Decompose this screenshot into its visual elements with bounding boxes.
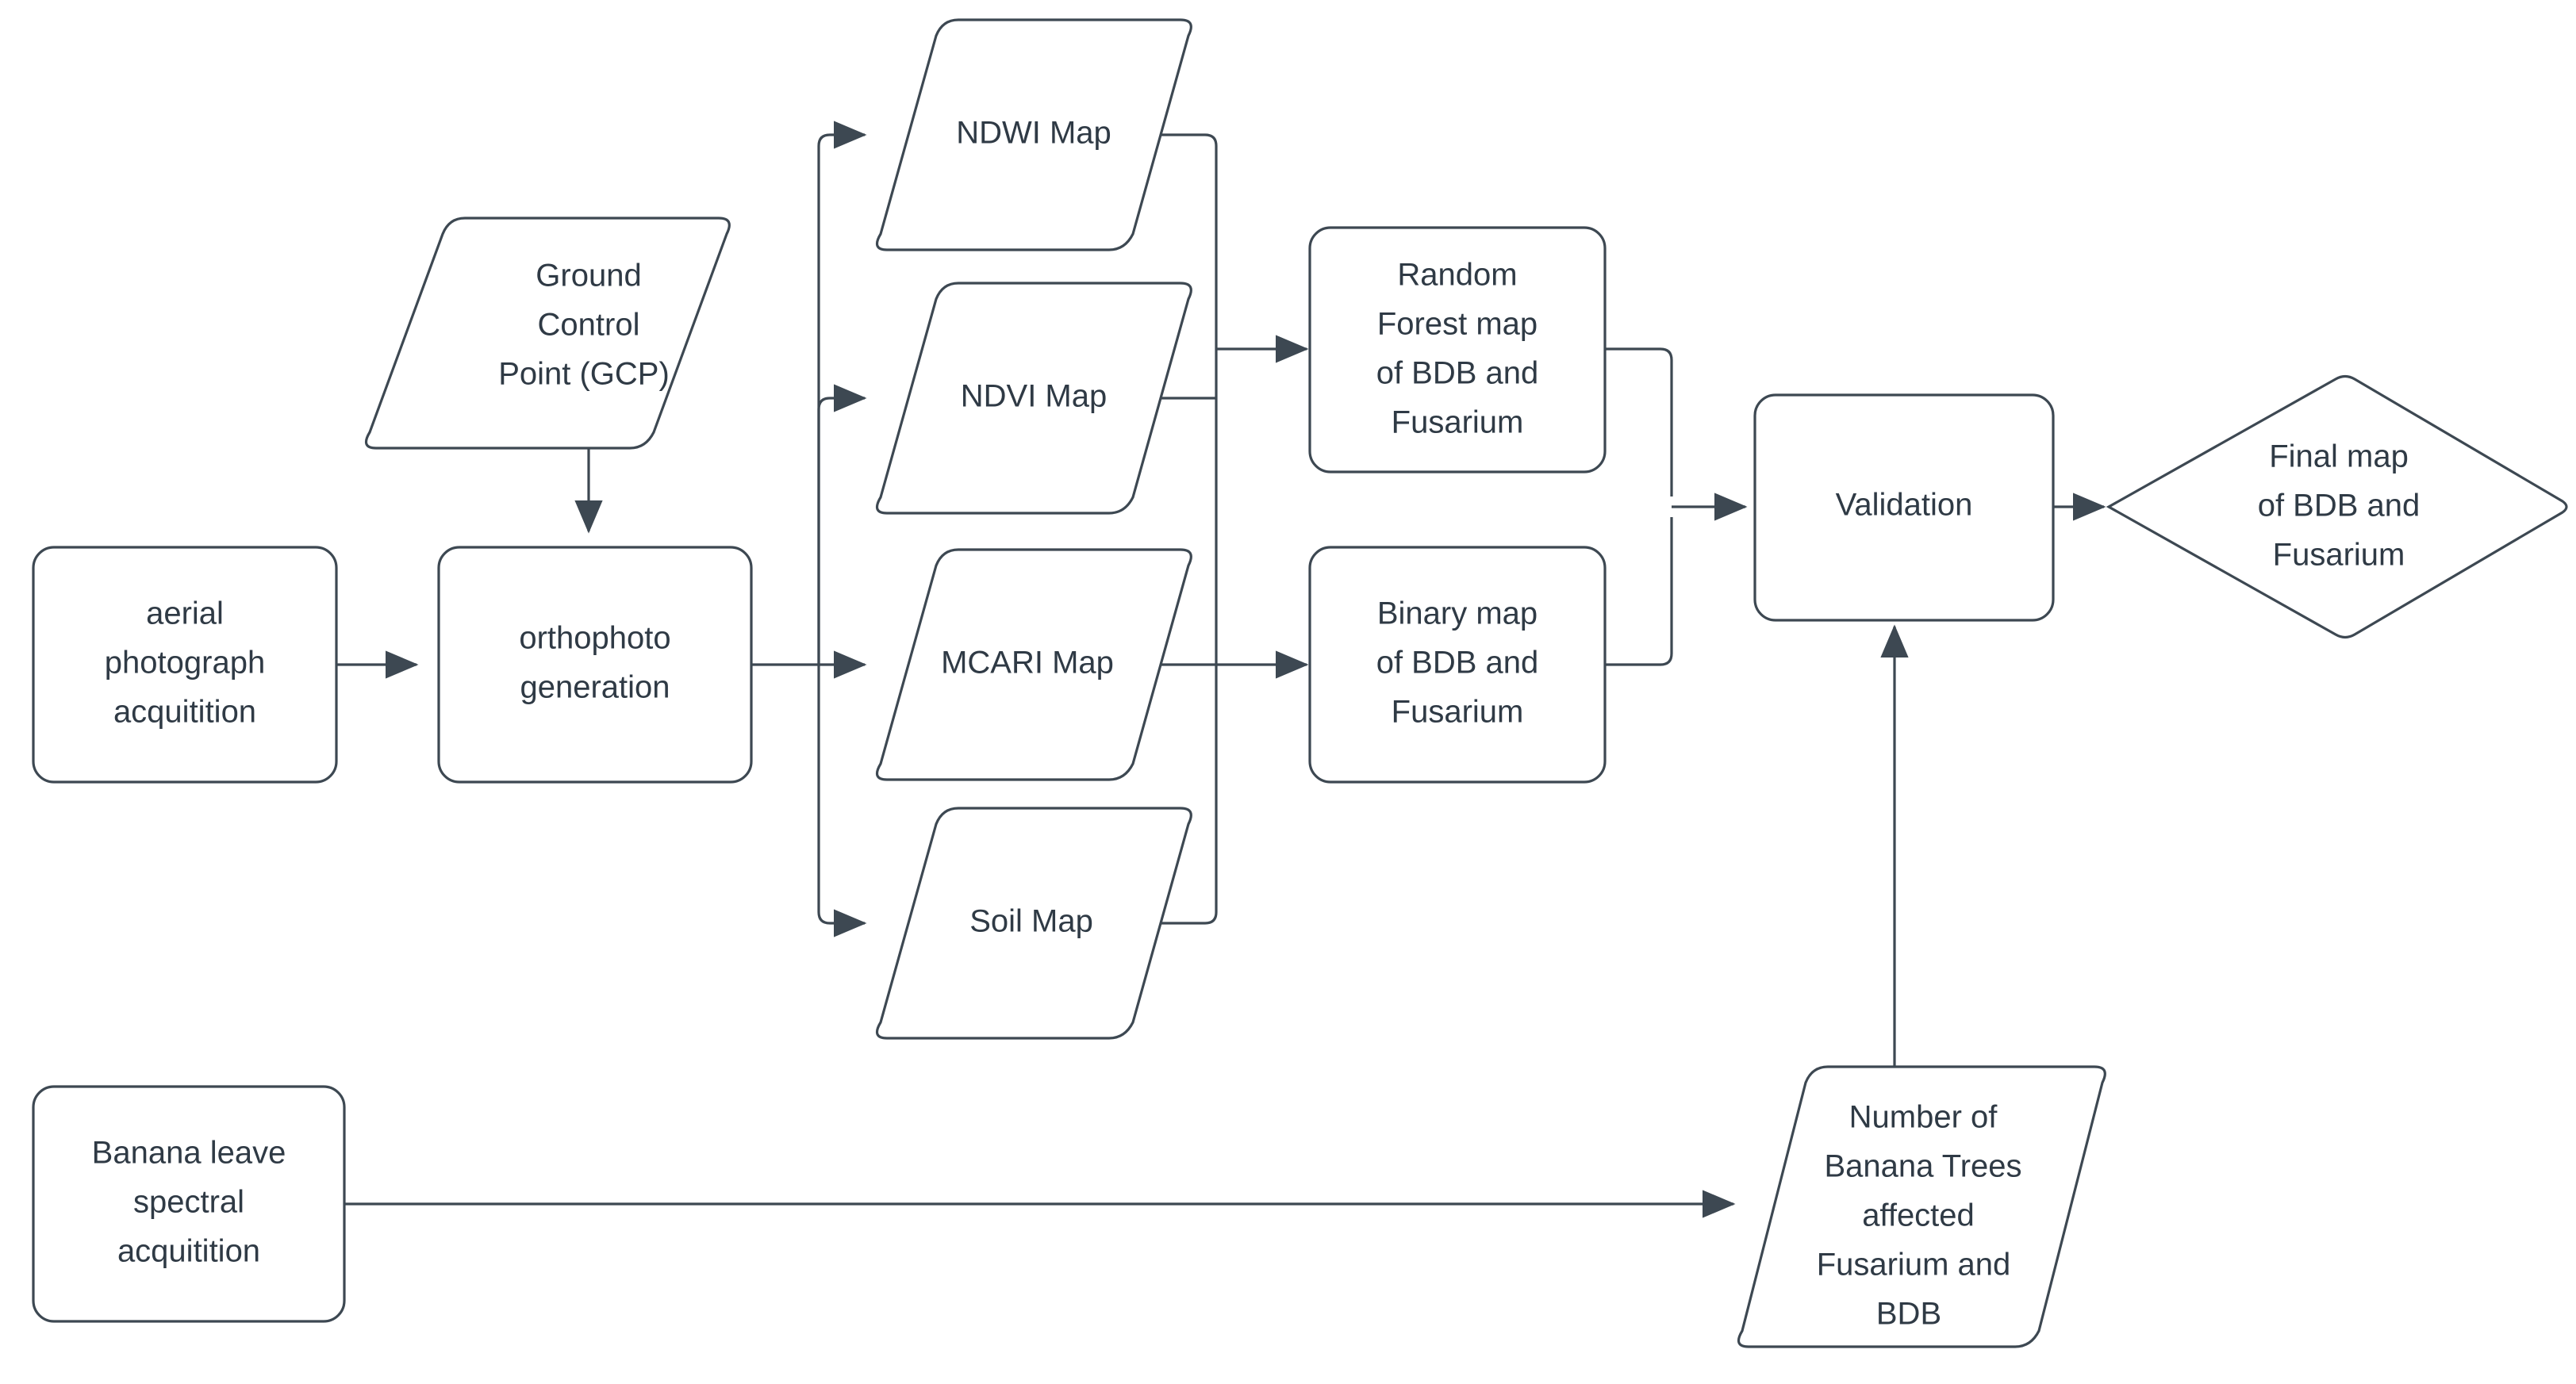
finalmap-label-line-1: Final map bbox=[2269, 439, 2409, 474]
node-soil-map[interactable]: Soil Map bbox=[875, 807, 1192, 1040]
node-mcari-map[interactable]: MCARI Map bbox=[875, 548, 1192, 781]
aerial-node-shape bbox=[32, 546, 338, 784]
validation-label: Validation bbox=[1836, 488, 1973, 523]
binary-label-line-2: of BDB and bbox=[1376, 646, 1539, 680]
treecount-label-line-5: BDB bbox=[1876, 1297, 1941, 1332]
bananaleave-label-line-3: acquitition bbox=[117, 1234, 260, 1269]
finalmap-node-shape bbox=[2106, 374, 2568, 639]
aerial-label-line-1: aerial bbox=[146, 596, 224, 631]
treecount-node-shape bbox=[1737, 1065, 2106, 1348]
randomforest-label-line-2: Forest map bbox=[1377, 307, 1538, 342]
gcp-label-line-2: Control bbox=[538, 308, 640, 343]
treecount-label-line-1: Number of bbox=[1849, 1100, 1998, 1135]
validation-node-shape bbox=[1753, 393, 2055, 622]
orthophoto-label-line-2: generation bbox=[520, 670, 670, 705]
mcari-label: MCARI Map bbox=[941, 646, 1114, 680]
treecount-label-line-3: affected bbox=[1862, 1198, 1975, 1233]
gcp-label-line-3: Point (GCP) bbox=[498, 357, 670, 392]
bananaleave-label-line-1: Banana leave bbox=[92, 1136, 286, 1171]
treecount-label-line-4: Fusarium and bbox=[1817, 1248, 2011, 1282]
bananaleave-node-shape bbox=[32, 1085, 346, 1323]
binary-label-line-3: Fusarium bbox=[1392, 695, 1524, 730]
randomforest-node-shape bbox=[1308, 226, 1607, 473]
aerial-label-line-2: photograph bbox=[105, 646, 265, 680]
ndwi-label: NDWI Map bbox=[956, 116, 1111, 151]
aerial-label-line-3: acquitition bbox=[113, 695, 256, 730]
ndvi-node-shape bbox=[875, 282, 1192, 515]
randomforest-label-line-1: Random bbox=[1397, 258, 1517, 293]
node-random-forest-map[interactable]: Random Forest map of BDB and Fusarium bbox=[1308, 226, 1607, 473]
ndwi-node-shape bbox=[875, 18, 1192, 251]
randomforest-label-line-3: of BDB and bbox=[1376, 356, 1539, 391]
node-aerial-photograph-acquitition[interactable]: aerial photograph acquitition bbox=[32, 546, 338, 784]
node-binary-map[interactable]: Binary map of BDB and Fusarium bbox=[1308, 546, 1607, 784]
randomforest-label-line-4: Fusarium bbox=[1392, 405, 1524, 440]
edge-orthophoto-to-ndvi bbox=[817, 384, 867, 665]
binary-node-shape bbox=[1308, 546, 1607, 784]
edge-orthophoto-to-ndwi bbox=[817, 121, 867, 665]
orthophoto-label-line-1: orthophoto bbox=[519, 621, 670, 656]
node-ground-control-point[interactable]: Ground Control Point (GCP) bbox=[364, 217, 731, 450]
node-banana-leave-spectral-acquitition[interactable]: Banana leave spectral acquitition bbox=[32, 1085, 346, 1323]
edge-map-collector-bus bbox=[1155, 133, 1218, 925]
node-ndwi-map[interactable]: NDWI Map bbox=[875, 18, 1192, 251]
ndvi-label: NDVI Map bbox=[961, 379, 1108, 414]
binary-label-line-1: Binary map bbox=[1377, 596, 1538, 631]
node-final-map[interactable]: Final map of BDB and Fusarium bbox=[2106, 374, 2568, 639]
bananaleave-label-line-2: spectral bbox=[133, 1185, 244, 1220]
finalmap-label-line-2: of BDB and bbox=[2258, 489, 2421, 523]
edge-binary-to-merge bbox=[1605, 517, 1673, 666]
edge-randomforest-to-merge bbox=[1605, 347, 1673, 496]
node-ndvi-map[interactable]: NDVI Map bbox=[875, 282, 1192, 515]
mcari-node-shape bbox=[875, 548, 1192, 781]
finalmap-label-line-3: Fusarium bbox=[2273, 538, 2405, 573]
orthophoto-node-shape bbox=[437, 546, 753, 784]
node-tree-count[interactable]: Number of Banana Trees affected Fusarium… bbox=[1737, 1065, 2106, 1348]
gcp-label-line-1: Ground bbox=[536, 259, 641, 293]
node-orthophoto-generation[interactable]: orthophoto generation bbox=[437, 546, 753, 784]
soil-node-shape bbox=[875, 807, 1192, 1040]
node-validation[interactable]: Validation bbox=[1753, 393, 2055, 622]
treecount-label-line-2: Banana Trees bbox=[1824, 1149, 2021, 1184]
gcp-node-shape bbox=[364, 217, 731, 450]
edge-layer bbox=[336, 121, 2106, 1218]
soil-label: Soil Map bbox=[969, 904, 1093, 939]
edge-orthophoto-to-soil bbox=[817, 665, 867, 937]
